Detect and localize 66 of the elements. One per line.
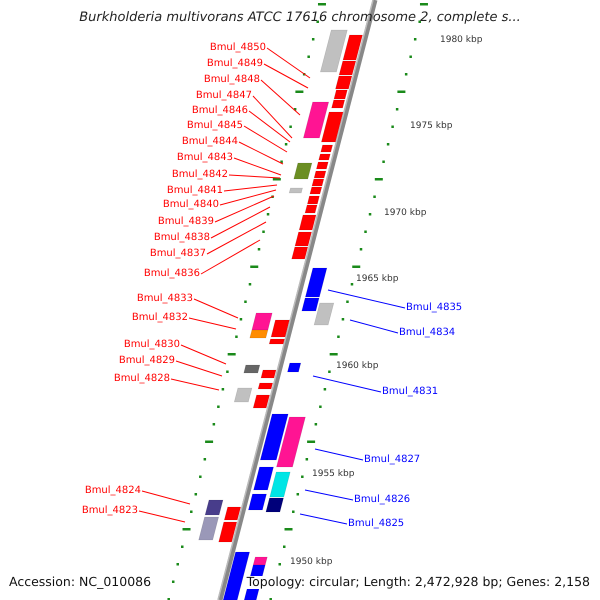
- leader-line: [248, 110, 290, 142]
- gene-label: Bmul_4837: [150, 249, 206, 259]
- scale-label: 1965 kbp: [356, 275, 398, 284]
- leader-line: [234, 158, 282, 176]
- gene-label: Bmul_4844: [182, 137, 238, 147]
- leader-line: [244, 126, 288, 152]
- gene-label: Bmul_4832: [132, 313, 188, 323]
- leader-line: [238, 142, 284, 164]
- gene-label: Bmul_4846: [192, 106, 248, 116]
- leader-line: [176, 360, 222, 376]
- leader-line: [314, 448, 364, 460]
- leader-line: [206, 222, 266, 254]
- gene-label: Bmul_4829: [118, 356, 175, 366]
- leader-line: [142, 490, 190, 504]
- scale-label: 1970 kbp: [384, 209, 426, 218]
- gene-label: Bmul_4845: [186, 121, 243, 131]
- gene-label: Bmul_4834: [399, 328, 456, 338]
- leader-line: [350, 320, 398, 334]
- gene-label: Bmul_4826: [354, 495, 410, 505]
- leader-line: [304, 490, 354, 500]
- leader-line: [170, 378, 220, 390]
- leader-line: [188, 318, 236, 330]
- leader-line: [266, 48, 310, 78]
- leader-line: [180, 344, 226, 364]
- leader-line: [200, 240, 260, 274]
- scale-label: 1950 kbp: [290, 558, 332, 567]
- gene-label: Bmul_4850: [210, 43, 266, 53]
- leader-line: [214, 196, 274, 222]
- leader-line: [210, 206, 270, 238]
- accession-text: Accession: NC_010086: [9, 576, 152, 588]
- gene-label: Bmul_4836: [144, 269, 200, 279]
- gene-label: Bmul_4848: [204, 75, 260, 85]
- leader-line: [138, 510, 186, 522]
- gene-label: Bmul_4838: [154, 233, 210, 243]
- gene-label: Bmul_4825: [348, 519, 404, 529]
- leader-line: [312, 376, 382, 392]
- leader-line: [224, 184, 278, 192]
- gene-label: Bmul_4849: [206, 59, 263, 69]
- leader-line: [328, 290, 406, 308]
- gene-label: Bmul_4823: [82, 506, 138, 516]
- gene-label: Bmul_4847: [196, 91, 252, 101]
- scale-label: 1955 kbp: [312, 470, 354, 479]
- gene-label: Bmul_4842: [172, 170, 228, 180]
- gene-label: Bmul_4835: [406, 303, 462, 313]
- leader-line: [220, 190, 276, 206]
- gene-label: Bmul_4830: [124, 340, 180, 350]
- leader-line: [264, 64, 308, 88]
- leader-line: [194, 298, 238, 318]
- leader-line: [260, 80, 300, 116]
- gene-label: Bmul_4831: [382, 387, 438, 397]
- scale-label: 1960 kbp: [336, 362, 378, 371]
- leader-line: [228, 174, 280, 178]
- title: Burkholderia multivorans ATCC 17616 chromosome 2, complete s...: [78, 11, 522, 24]
- gene-label: Bmul_4839: [158, 217, 214, 227]
- gene-label: Bmul_4827: [364, 455, 420, 465]
- gene-label: Bmul_4840: [162, 200, 219, 210]
- scale-label: 1975 kbp: [410, 122, 452, 131]
- leader-line: [252, 96, 292, 138]
- gene-label: Bmul_4841: [166, 186, 223, 196]
- topology-text: Topology: circular; Length: 2,472,928 bp; Genes: 2,158: [244, 576, 590, 588]
- leader-line: [300, 514, 348, 524]
- gene-label: Bmul_4828: [114, 374, 170, 384]
- gene-label: Bmul_4843: [176, 153, 233, 163]
- gene-label: Bmul_4824: [84, 486, 141, 496]
- scale-label: 1980 kbp: [440, 36, 482, 45]
- gene-label: Bmul_4833: [136, 294, 193, 304]
